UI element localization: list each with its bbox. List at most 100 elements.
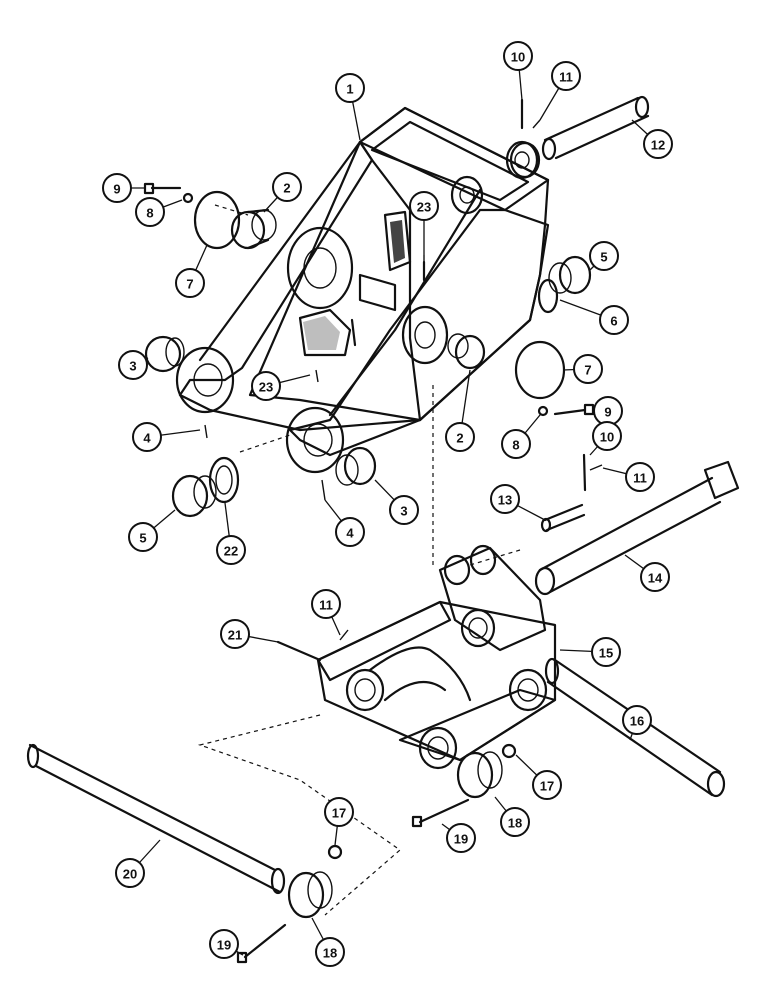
- callout-circle: [132, 422, 162, 452]
- callout-number: 23: [259, 380, 273, 395]
- callout-number: 9: [113, 182, 120, 197]
- callout-6: 6: [559, 299, 629, 335]
- callout-9: 9: [591, 396, 623, 426]
- callout-number: 7: [584, 363, 591, 378]
- callout-number: 8: [146, 206, 153, 221]
- callout-circle: [220, 619, 250, 649]
- callout-7: 7: [175, 244, 208, 298]
- callout-23: 23: [251, 371, 311, 401]
- callout-circle: [251, 371, 281, 401]
- callout-circle: [592, 421, 622, 451]
- callout-circle: [135, 197, 165, 227]
- lower-carrier: [316, 544, 557, 770]
- callout-number: 7: [186, 277, 193, 292]
- callout-circle: [216, 535, 246, 565]
- callout-4: 4: [324, 499, 365, 547]
- callout-circle: [272, 172, 302, 202]
- callout-19: 19: [441, 823, 476, 853]
- callout-number: 4: [346, 526, 354, 541]
- callout-17: 17: [515, 754, 562, 800]
- bushings-upper: [143, 95, 650, 417]
- callout-16: 16: [622, 705, 652, 741]
- callout-17: 17: [324, 797, 354, 846]
- callout-number: 15: [599, 646, 613, 661]
- callout-23: 23: [409, 191, 439, 255]
- callout-14: 14: [624, 554, 670, 592]
- callout-circle: [625, 462, 655, 492]
- callout-11: 11: [602, 462, 655, 492]
- callout-circle: [324, 797, 354, 827]
- callout-circle: [315, 937, 345, 967]
- bushings-lower-left: [171, 255, 425, 518]
- callout-circle: [335, 517, 365, 547]
- callout-number: 22: [224, 544, 238, 559]
- callout-circle: [503, 41, 533, 71]
- callout-circle: [551, 61, 581, 91]
- callout-7: 7: [562, 354, 603, 384]
- callout-circle: [643, 129, 673, 159]
- callout-number: 1: [346, 82, 353, 97]
- callout-number: 10: [600, 430, 614, 445]
- callout-number: 3: [129, 359, 136, 374]
- callout-circle: [335, 73, 365, 103]
- callout-8: 8: [135, 197, 183, 227]
- callout-number: 20: [123, 867, 137, 882]
- callout-number: 10: [511, 50, 525, 65]
- callout-circle: [118, 350, 148, 380]
- callout-circle: [209, 929, 239, 959]
- callout-number: 6: [610, 314, 617, 329]
- callout-19: 19: [209, 929, 244, 959]
- pins-middle: [534, 453, 740, 596]
- callout-circle: [175, 268, 205, 298]
- main-frame: [175, 106, 550, 474]
- callout-3: 3: [118, 350, 149, 380]
- callout-number: 18: [508, 816, 522, 831]
- callout-circle: [311, 589, 341, 619]
- callout-circle: [599, 305, 629, 335]
- callout-number: 5: [600, 250, 607, 265]
- callout-18: 18: [494, 796, 530, 837]
- callout-number: 12: [651, 138, 665, 153]
- callout-circle: [622, 705, 652, 735]
- callout-number: 2: [456, 431, 463, 446]
- callout-10: 10: [503, 41, 533, 101]
- callout-number: 19: [217, 938, 231, 953]
- pins-lower: [26, 629, 726, 964]
- callout-11: 11: [539, 61, 581, 121]
- callout-number: 21: [228, 628, 242, 643]
- callout-circle: [446, 823, 476, 853]
- callout-20: 20: [115, 839, 161, 888]
- callout-number: 8: [512, 438, 519, 453]
- callout-number: 18: [323, 946, 337, 961]
- callout-number: 19: [454, 832, 468, 847]
- callout-4: 4: [132, 422, 201, 452]
- callout-circle: [573, 354, 603, 384]
- callout-circle: [409, 191, 439, 221]
- callout-number: 5: [139, 531, 146, 546]
- callout-10: 10: [589, 421, 622, 456]
- callout-circle: [532, 770, 562, 800]
- callout-22: 22: [216, 502, 246, 565]
- callout-2: 2: [263, 172, 302, 213]
- callout-number: 17: [332, 806, 346, 821]
- callout-circle: [500, 807, 530, 837]
- alignment-lines: [197, 204, 521, 916]
- callout-18: 18: [311, 917, 345, 967]
- callout-circle: [589, 241, 619, 271]
- callout-5: 5: [128, 509, 176, 552]
- callout-number: 3: [400, 504, 407, 519]
- callout-number: 9: [604, 405, 611, 420]
- callout-number: 11: [559, 70, 573, 85]
- callout-number: 14: [648, 571, 663, 586]
- callout-15: 15: [559, 637, 621, 667]
- callout-circle: [102, 173, 132, 203]
- callout-21: 21: [220, 619, 279, 649]
- callout-9: 9: [102, 173, 145, 203]
- callout-number: 2: [283, 181, 290, 196]
- callout-3: 3: [374, 479, 419, 525]
- callout-number: 17: [540, 779, 554, 794]
- callout-circle: [591, 637, 621, 667]
- callout-circle: [501, 429, 531, 459]
- callout-circle: [115, 858, 145, 888]
